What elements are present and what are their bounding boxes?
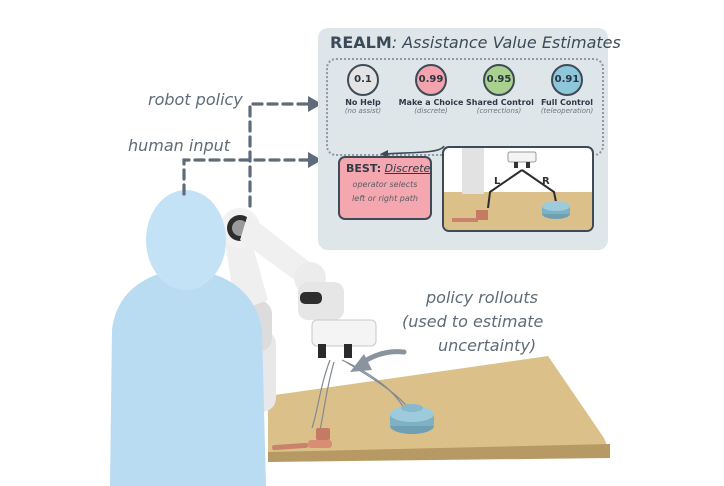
best-desc-line-2: left or right path [340,194,430,203]
rollouts-label-line-2: (used to estimate [402,312,543,331]
rollouts-label-line-3: uncertainty) [438,336,536,355]
robot-policy-label: robot policy [148,90,243,109]
best-mode: Discrete [385,162,431,175]
left-path-label: L [494,176,501,187]
mode-shared-control: 0.95 Shared Control (corrections) [466,64,532,115]
panel-title-bold: REALM [330,33,392,52]
best-heading: BEST: Discrete [346,162,430,175]
mode-no-help: 0.1 No Help (no assist) [330,64,396,115]
mode-value-badge: 0.95 [483,64,515,96]
mode-sub: (discrete) [398,107,464,115]
best-label: BEST: [346,162,381,175]
best-mode-box: BEST: Discrete operator selects left or … [338,156,432,220]
round-button-object [390,404,434,434]
realm-panel: REALM: Assistance Value Estimates 0.1 No… [318,28,608,250]
mode-value-badge: 0.91 [551,64,583,96]
mode-value-badge: 0.1 [347,64,379,96]
mode-name: Full Control [534,98,600,107]
mode-make-a-choice: 0.99 Make a Choice (discrete) [398,64,464,115]
choice-inset-scene: L R [444,148,592,230]
best-desc-line-1: operator selects [340,180,430,189]
choice-inset: L R [442,146,594,232]
mode-value-badge: 0.99 [415,64,447,96]
assistance-modes: 0.1 No Help (no assist) 0.99 Make a Choi… [326,58,604,156]
rollouts-label-line-1: policy rollouts [426,288,538,307]
panel-title-rest: : Assistance Value Estimates [392,33,621,52]
mode-sub: (corrections) [466,107,532,115]
mode-name: No Help [330,98,396,107]
mode-sub: (teleoperation) [534,107,600,115]
human-input-label: human input [128,136,230,155]
panel-title: REALM: Assistance Value Estimates [330,33,621,52]
mode-name: Shared Control [466,98,532,107]
mode-full-control: 0.91 Full Control (teleoperation) [534,64,600,115]
policy-arrows [184,104,314,206]
mode-name: Make a Choice [398,98,464,107]
rollouts-arrow [350,352,404,372]
right-path-label: R [542,176,550,187]
mode-sub: (no assist) [330,107,396,115]
